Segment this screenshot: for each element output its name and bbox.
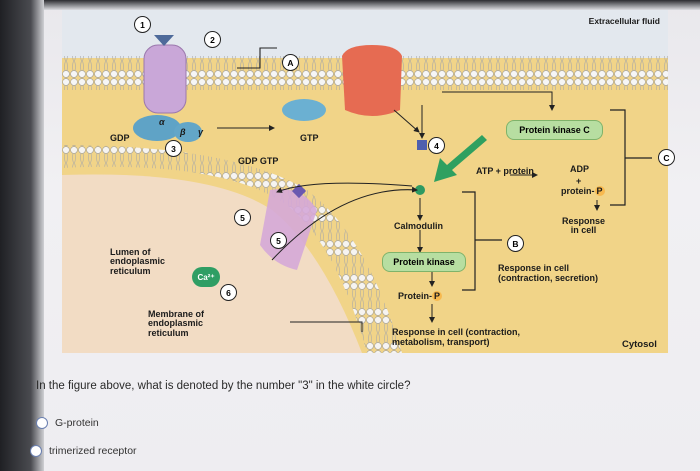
response-cell-label-bottom: Response in cell (contraction, metabolis… <box>392 327 521 347</box>
question-text: In the figure above, what is denoted by … <box>36 380 411 392</box>
er-membrane-label: Membrane of endoplasmic reticulum <box>148 309 205 338</box>
calmodulin-label: Calmodulin <box>394 221 443 231</box>
marker-c: C <box>658 149 675 166</box>
atp-protein-label: ATP + protein <box>476 166 534 176</box>
gtp-label: GTP <box>300 133 319 143</box>
beta-label: β <box>180 127 186 137</box>
option-label: trimerized receptor <box>49 445 137 457</box>
er-lumen <box>62 174 362 353</box>
marker-1: 1 <box>134 16 151 33</box>
g-protein-shape <box>133 115 181 141</box>
marker-b: B <box>507 235 524 252</box>
plus-label: + <box>576 176 582 186</box>
radio-button[interactable] <box>36 417 48 429</box>
screen-bezel-top <box>0 0 700 10</box>
response-cell-label-right: Response in cell <box>562 216 606 236</box>
marker-5a: 5 <box>234 209 251 226</box>
ligand-shape <box>154 35 174 46</box>
protein-kinase-box: Protein kinase <box>382 252 466 272</box>
lumen-label: Lumen of endoplasmic reticulum <box>110 247 166 276</box>
marker-5b: 5 <box>270 232 287 249</box>
protein-p-label: Protein-P <box>398 291 443 301</box>
marker-3: 3 <box>165 140 182 157</box>
gdp-gtp-label: GDP GTP <box>238 156 279 166</box>
marker-2: 2 <box>204 31 221 48</box>
gamma-label: γ <box>198 127 204 137</box>
alpha-label: α <box>159 117 165 127</box>
marker-4: 4 <box>428 137 445 154</box>
marker-6: 6 <box>220 284 237 301</box>
signal-transduction-figure: Extracellular fluid GDP GTP GDP GTP α β … <box>62 10 675 353</box>
option-label: G-protein <box>55 417 99 429</box>
marker-a: A <box>282 54 299 71</box>
calcium-ion: Ca²⁺ <box>192 267 220 287</box>
extracellular-label: Extracellular fluid <box>588 16 660 26</box>
cytosol-label: Cytosol <box>622 339 657 350</box>
protein-p-right-label: protein-P <box>561 186 605 196</box>
figure-artwork <box>62 10 668 353</box>
green-arrow <box>434 135 487 182</box>
adp-label: ADP <box>570 164 590 174</box>
option-g-protein[interactable]: G-protein <box>36 417 99 429</box>
g-alpha-gtp-shape <box>282 99 326 121</box>
protein-kinase-c-box: Protein kinase C <box>506 120 603 140</box>
response-cell-label-middle: Response in cell (contraction, secretion… <box>498 263 599 283</box>
gdp-label: GDP <box>110 133 130 143</box>
radio-button[interactable] <box>30 445 42 457</box>
receptor-shape <box>143 44 187 114</box>
effector-enzyme-shape <box>342 45 402 116</box>
option-trimerized-receptor[interactable]: trimerized receptor <box>30 445 137 457</box>
screen-bezel-left <box>0 0 44 471</box>
er-membrane <box>62 145 402 353</box>
ip3-receptor-shape <box>260 189 317 270</box>
